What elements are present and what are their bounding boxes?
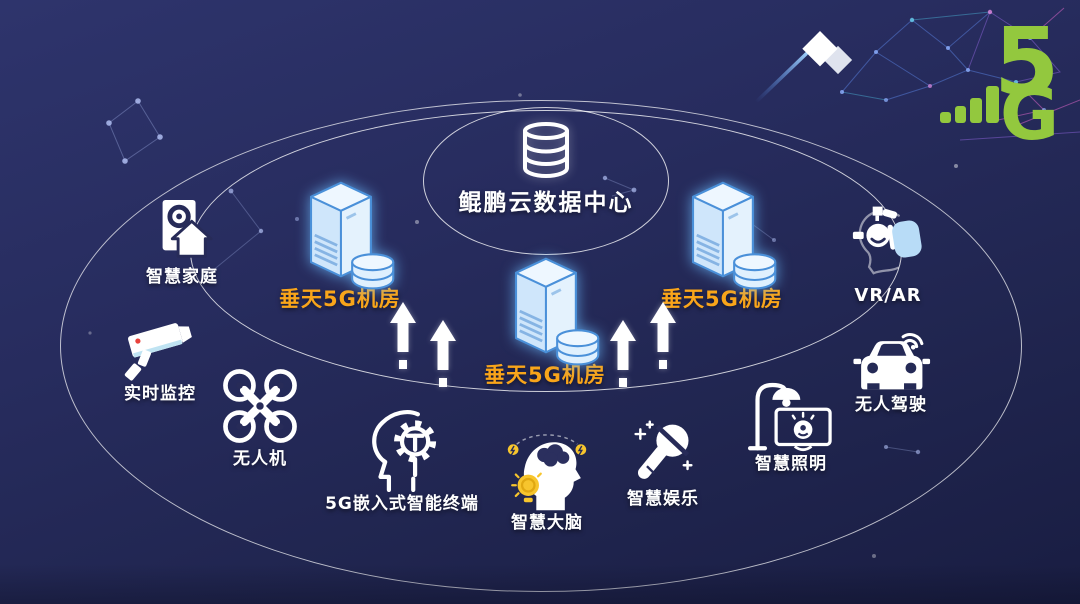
app-label: 无人机 [233,449,287,469]
cctv-camera-icon [124,323,192,381]
app-smart-entertainment: 智慧娱乐 [598,418,728,509]
head-gear-icon [372,410,437,492]
server-tower-icon [310,181,395,290]
up-arrow-icon [390,302,416,369]
bottom-vignette [0,564,1080,604]
logo-letter-g: G [1000,72,1059,142]
app-label: 实时监控 [124,384,196,404]
vr-headset-icon [852,206,922,275]
logo-digit-5: 5 [994,8,1059,117]
server-room-middle: 垂天5G机房 [460,256,630,388]
app-vr-ar: VR/AR [823,203,953,307]
5g-logo: 5 G [940,8,1059,142]
server-room-label: 垂天5G机房 [484,363,606,387]
satellite-icon [754,31,853,104]
app-label: VR/AR [854,285,922,306]
outer-network-ring [60,100,1022,592]
app-drone: 无人机 [195,364,325,469]
server-room-label: 垂天5G机房 [661,287,783,311]
up-arrow-icon [610,320,636,387]
data-center-label: 鲲鹏云数据中心 [458,190,634,216]
up-arrow-icon [430,320,456,387]
database-icon [523,122,569,179]
app-label: 智慧家庭 [146,267,218,287]
microphone-icon [634,420,693,479]
server-tower-icon [692,181,777,290]
plexus-network [840,7,1080,141]
app-label: 智慧照明 [755,454,827,474]
server-room-left: 垂天5G机房 [255,180,425,312]
app-label: 无人驾驶 [855,395,927,415]
app-label: 智慧娱乐 [627,489,699,509]
autonomous-car-icon [853,333,931,390]
app-label: 5G嵌入式智能终端 [325,494,479,514]
up-arrow-icon [650,302,676,369]
signal-bars-icon [940,86,999,123]
app-smart-brain: 智慧大脑 [482,430,612,533]
server-tower-icon [515,257,600,366]
drone-icon [223,369,297,443]
app-5g-embedded-terminal: 5G嵌入式智能终端 [317,402,487,514]
server-room-right: 垂天5G机房 [637,180,807,312]
smart-home-icon [162,199,213,258]
inner-network-ring [423,107,669,255]
app-label: 智慧大脑 [511,513,583,533]
server-room-label: 垂天5G机房 [279,287,401,311]
smart-brain-icon [507,434,587,511]
diamond-constellation [106,98,163,164]
app-autonomous-driving: 无人驾驶 [826,322,956,415]
data-center-node: 鲲鹏云数据中心 [446,120,646,218]
app-smart-home: 智慧家庭 [117,198,247,287]
